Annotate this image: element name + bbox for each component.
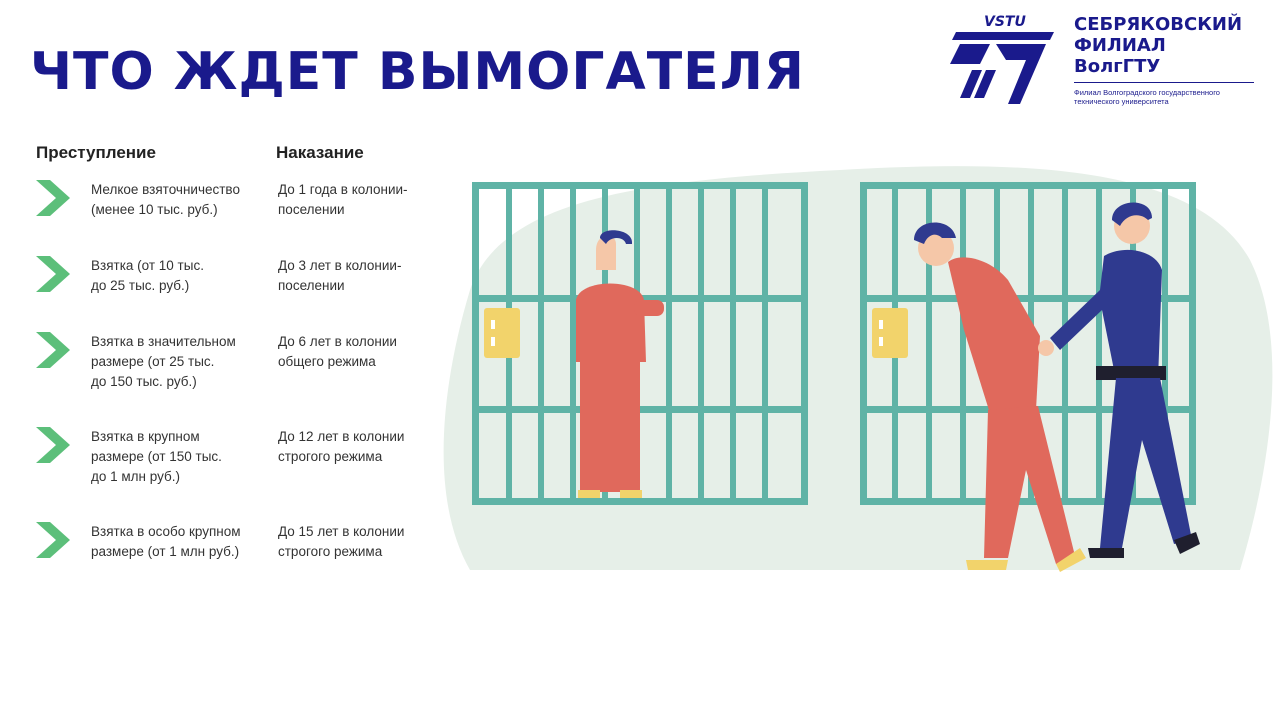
crime-cell: Взятка в значительном размере (от 25 тыс.… xyxy=(91,332,266,392)
punishment-cell: До 3 лет в колонии-поселении xyxy=(278,256,438,296)
crime-line: Взятка (от 10 тыс. xyxy=(91,258,204,273)
punishment-line: До 1 года в колонии- xyxy=(278,182,408,197)
crime-line: размере (от 150 тыс. xyxy=(91,449,222,464)
crime-cell: Мелкое взяточничество (менее 10 тыс. руб.… xyxy=(91,180,266,220)
logo-name: СЕБРЯКОВСКИЙ ФИЛИАЛ ВолгГТУ xyxy=(1074,14,1242,77)
punishment-column-header: Наказание xyxy=(276,143,364,162)
punishment-cell: До 6 лет в колонии общего режима xyxy=(278,332,438,372)
logo-divider xyxy=(1074,82,1254,83)
escorted-prisoner xyxy=(914,222,1086,572)
table-row: Взятка в особо крупном размере (от 1 млн … xyxy=(0,522,440,582)
logo-name-line3: ВолгГТУ xyxy=(1074,56,1161,77)
table-row: Взятка (от 10 тыс. до 25 тыс. руб.) До 3 л… xyxy=(0,256,440,316)
left-lock-icon xyxy=(484,308,520,358)
table-row: Мелкое взяточничество (менее 10 тыс. руб.… xyxy=(0,180,440,240)
punishment-line: До 6 лет в колонии xyxy=(278,334,397,349)
crime-line: до 1 млн руб.) xyxy=(91,469,180,484)
crime-column-header: Преступление xyxy=(36,143,156,162)
right-lock-icon xyxy=(872,308,908,358)
logo-mark-text: VSTU xyxy=(984,14,1026,30)
punishment-line: До 15 лет в колонии xyxy=(278,524,405,539)
logo-name-line1: СЕБРЯКОВСКИЙ xyxy=(1074,14,1243,35)
chevron-right-icon xyxy=(36,256,70,292)
table-row: Взятка в значительном размере (от 25 тыс.… xyxy=(0,332,440,392)
prisoner-in-cell xyxy=(576,230,664,498)
crime-cell: Взятка в особо крупном размере (от 1 млн … xyxy=(91,522,266,562)
chevron-right-icon xyxy=(36,427,70,463)
punishment-line: строгого режима xyxy=(278,544,383,559)
punishment-line: До 12 лет в колонии xyxy=(278,429,405,444)
table-row: Взятка в крупном размере (от 150 тыс. до 1… xyxy=(0,427,440,487)
punishment-line: поселении xyxy=(278,202,345,217)
university-logo: VSTU СЕБРЯКОВСКИЙ ФИЛИАЛ ВолгГТУ Филиал … xyxy=(950,12,1260,122)
prison-illustration xyxy=(443,166,1273,572)
chevron-right-icon xyxy=(36,180,70,216)
punishment-line: До 3 лет в колонии- xyxy=(278,258,402,273)
guard xyxy=(1038,202,1200,558)
punishment-cell: До 15 лет в колонии строгого режима xyxy=(278,522,438,562)
crime-line: Взятка в особо крупном xyxy=(91,524,241,539)
vstu-logo-icon: VSTU xyxy=(950,14,1054,104)
logo-subtitle: Филиал Волгоградского государственного т… xyxy=(1074,88,1220,106)
crime-line: до 25 тыс. руб.) xyxy=(91,278,190,293)
chevron-right-icon xyxy=(36,332,70,368)
page-title: ЧТО ЖДЕТ ВЫМОГАТЕЛЯ xyxy=(30,42,805,102)
crime-line: до 150 тыс. руб.) xyxy=(91,374,197,389)
punishment-line: общего режима xyxy=(278,354,376,369)
punishment-cell: До 1 года в колонии-поселении xyxy=(278,180,438,220)
chevron-right-icon xyxy=(36,522,70,558)
crime-line: размере (от 25 тыс. xyxy=(91,354,215,369)
crime-line: Мелкое взяточничество xyxy=(91,182,240,197)
crime-cell: Взятка в крупном размере (от 150 тыс. до 1… xyxy=(91,427,266,487)
crime-line: Взятка в крупном xyxy=(91,429,200,444)
crime-line: (менее 10 тыс. руб.) xyxy=(91,202,218,217)
crime-cell: Взятка (от 10 тыс. до 25 тыс. руб.) xyxy=(91,256,266,296)
crime-line: Взятка в значительном xyxy=(91,334,236,349)
logo-name-line2: ФИЛИАЛ xyxy=(1074,35,1166,56)
punishment-line: строгого режима xyxy=(278,449,383,464)
punishment-cell: До 12 лет в колонии строгого режима xyxy=(278,427,438,467)
crime-line: размере (от 1 млн руб.) xyxy=(91,544,240,559)
punishment-line: поселении xyxy=(278,278,345,293)
